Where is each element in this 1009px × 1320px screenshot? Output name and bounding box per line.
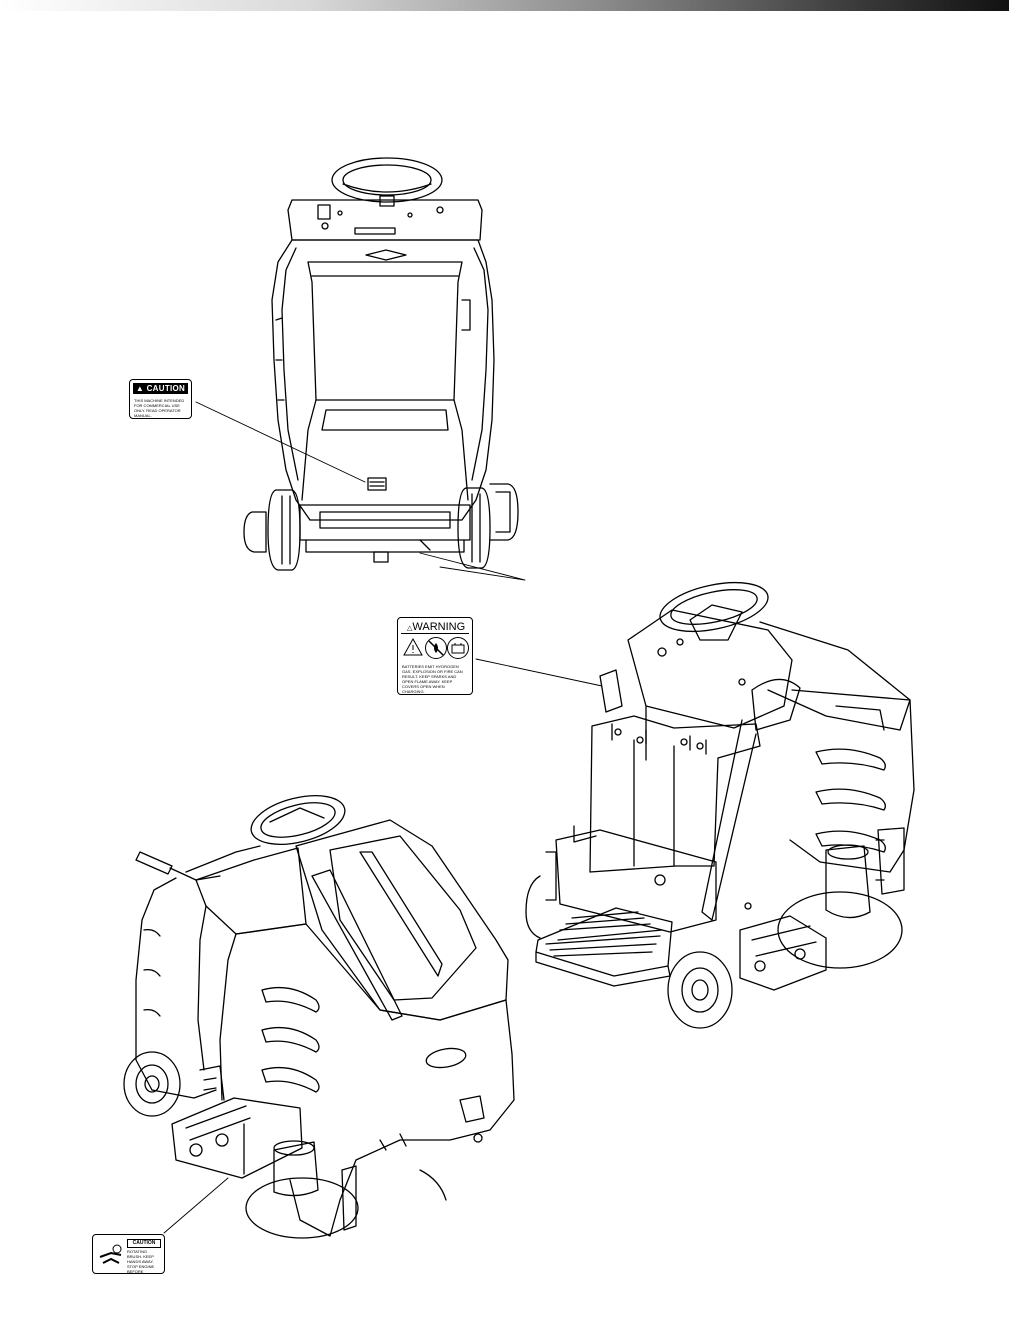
front-three-quarter-drawing (525, 581, 915, 1029)
rear-view-drawing (243, 157, 519, 571)
hand-pinch-icon (97, 1241, 125, 1269)
caution-decal-body: THIS MACHINE INTENDED FOR COMMERCIAL USE… (134, 398, 185, 418)
leader-line-warning (475, 658, 603, 687)
no-flame-icon (425, 637, 447, 659)
warning-decal-heading: △WARNING (401, 621, 469, 634)
warning-decal-body: BATTERIES EMIT HYDROGEN GAS. EXPLOSION O… (402, 664, 463, 694)
warning-triangle-icon (403, 637, 423, 657)
caution-decal: ▲ CAUTION THIS MACHINE INTENDED FOR COMM… (129, 379, 192, 419)
battery-icon (447, 637, 469, 659)
brush-decal-heading: CAUTION (127, 1239, 161, 1248)
leader-line-rear (419, 552, 526, 581)
brush-caution-decal: CAUTION ROTATING BRUSH. KEEP HANDS AWAY.… (92, 1234, 165, 1274)
warning-decal: △WARNING BATTERIES EMIT HYDROGEN GAS. EX… (397, 617, 473, 695)
caution-decal-heading: ▲ CAUTION (133, 383, 188, 394)
warning-triangle-icon: △ (407, 625, 413, 632)
header-gradient-bar (0, 0, 1009, 11)
leader-line-caution (195, 401, 366, 483)
brush-decal-body: ROTATING BRUSH. KEEP HANDS AWAY. STOP EN… (127, 1249, 155, 1274)
leader-line-brush (163, 1177, 229, 1234)
warning-triangle-icon: ▲ (135, 384, 145, 393)
rear-three-quarter-drawing (123, 795, 515, 1239)
